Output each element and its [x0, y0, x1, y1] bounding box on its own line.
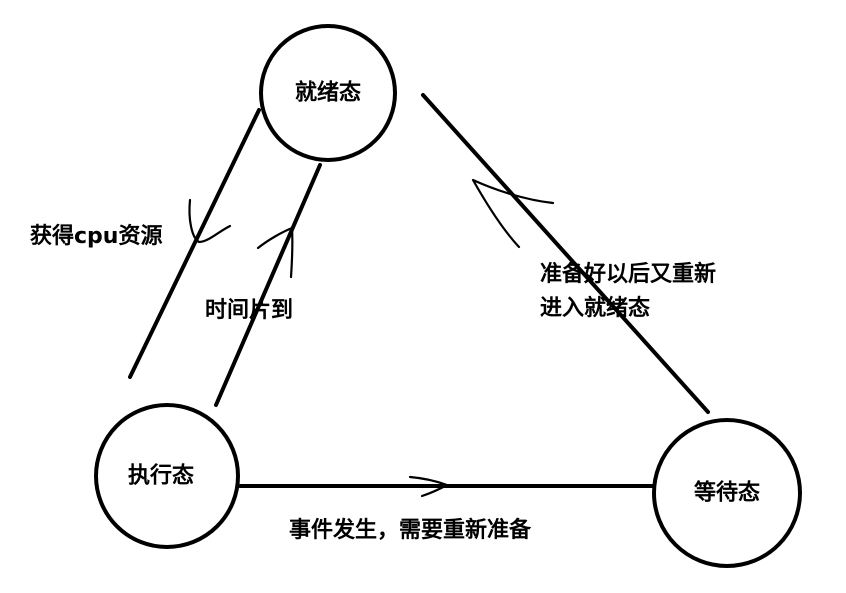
edge-waiting-to-ready-label: 准备好以后又重新进入就绪态 [540, 262, 717, 322]
node-running-label: 执行态 [127, 463, 195, 489]
node-ready-label: 就绪态 [294, 80, 362, 106]
arrowhead-waiting-to-ready [471, 178, 555, 249]
edge-ready-to-running-label: 获得cpu资源 [30, 224, 163, 249]
node-ready-circle [259, 24, 397, 162]
edge-running-to-ready-line [214, 163, 322, 407]
node-waiting-label: 等待态 [693, 480, 761, 506]
node-waiting-circle [652, 418, 802, 568]
arrowhead-running-to-waiting [408, 475, 449, 498]
node-running-circle [94, 403, 240, 549]
edge-running-to-waiting-label: 事件发生，需要重新准备 [289, 518, 532, 543]
edge-waiting-to-ready-line [421, 93, 710, 414]
arrowhead-ready-to-running [188, 198, 232, 244]
edge-ready-to-running-line [128, 108, 261, 379]
arrowhead-running-to-ready [256, 226, 294, 279]
edge-running-to-ready-label: 时间片到 [205, 298, 294, 323]
